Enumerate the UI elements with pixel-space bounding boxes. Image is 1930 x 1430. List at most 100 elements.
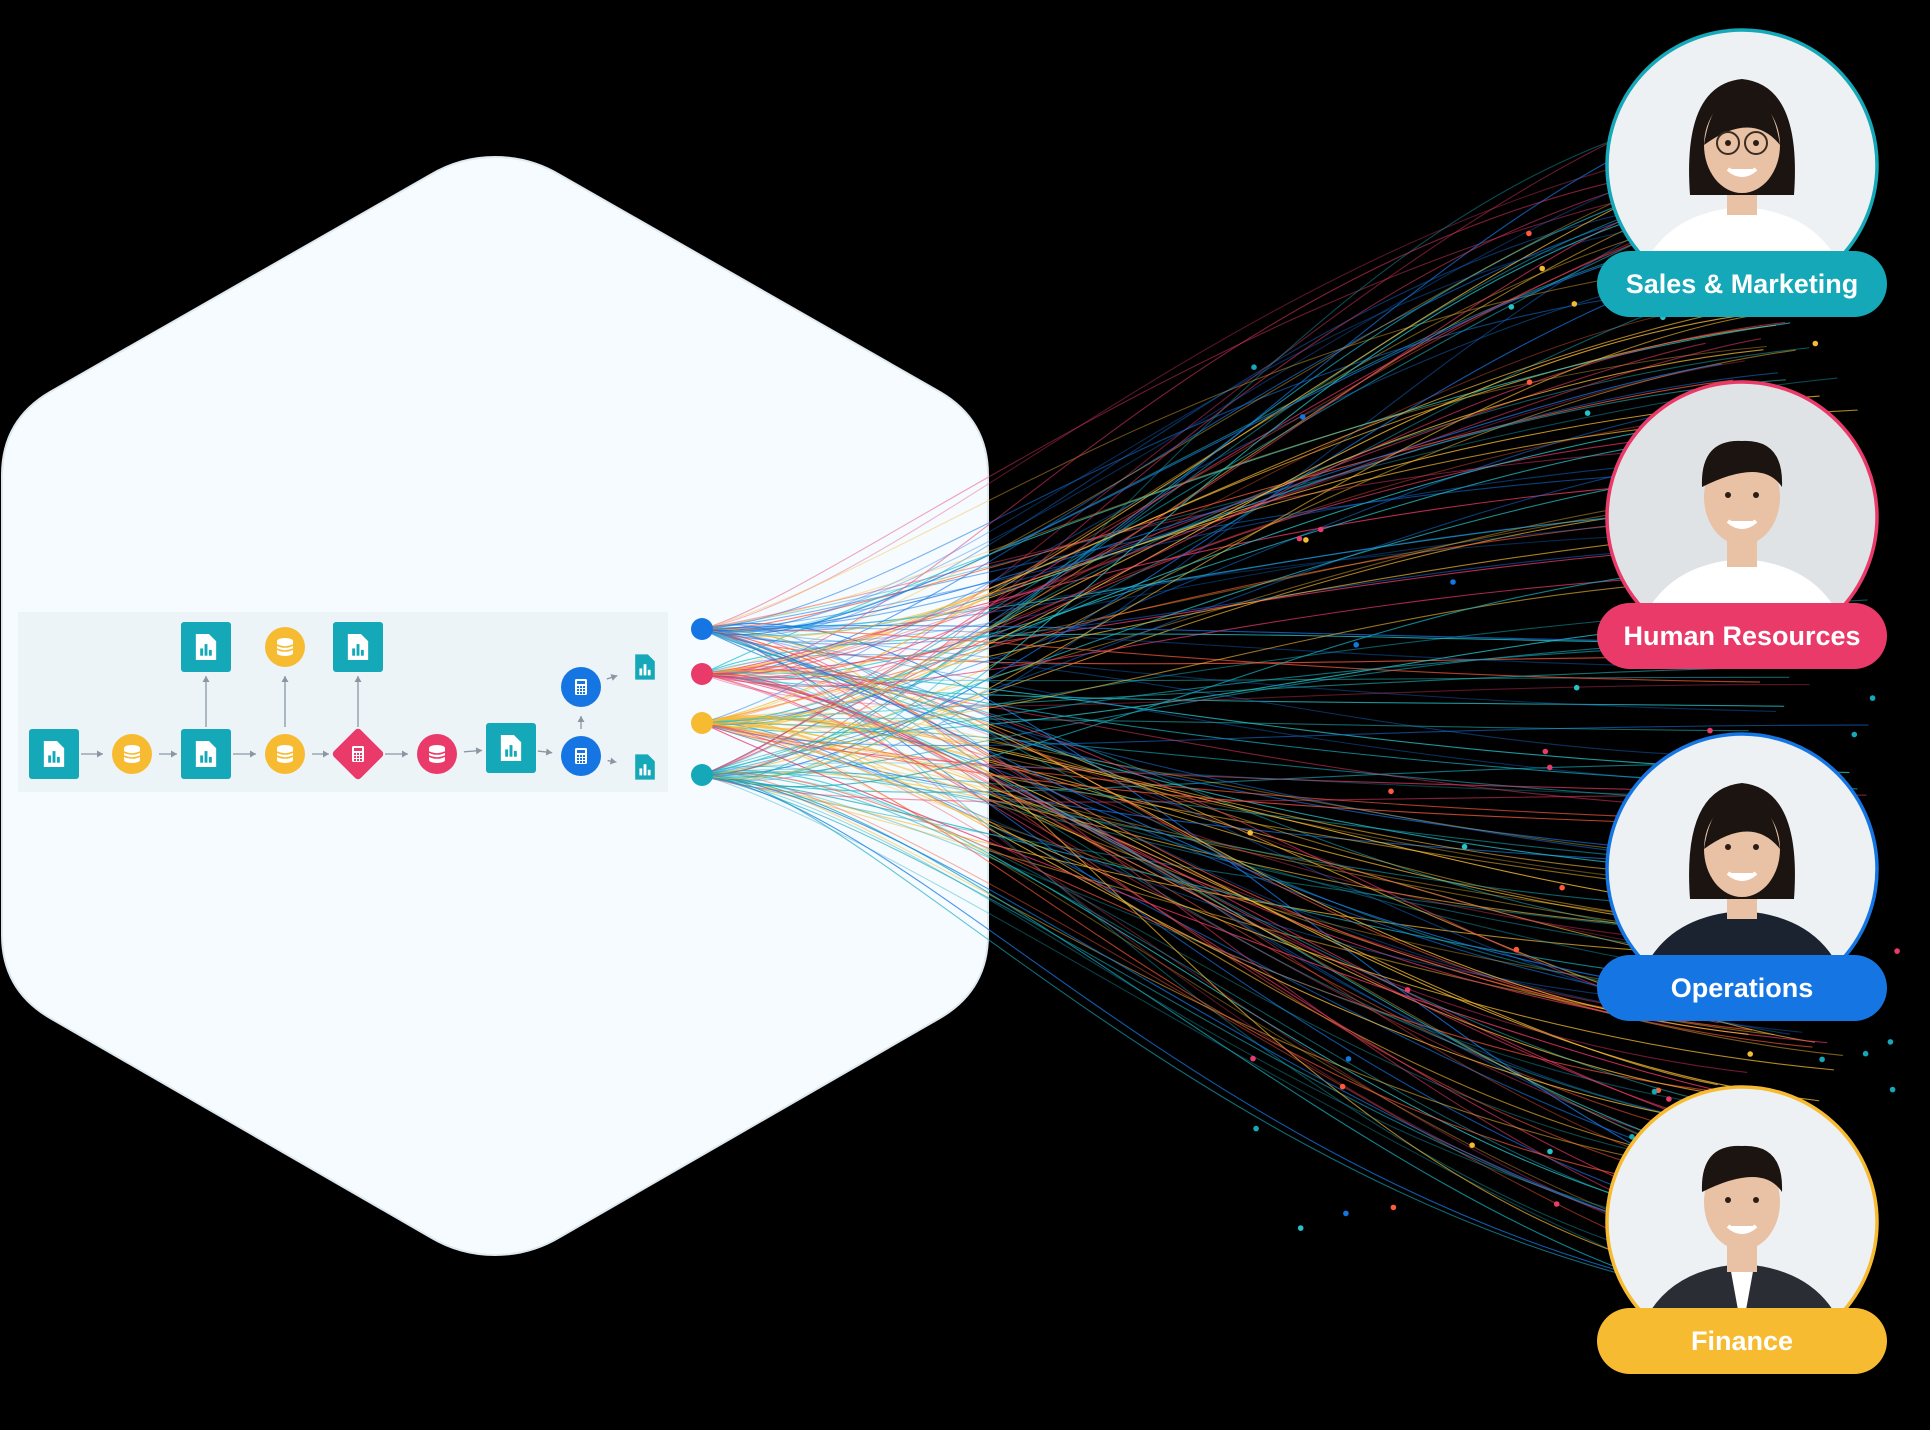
workflow-node-report[interactable] <box>333 622 383 672</box>
connection-line <box>701 673 1748 1074</box>
connection-line <box>701 349 1796 776</box>
connection-line <box>701 342 1706 675</box>
connection-line <box>701 762 1806 798</box>
connection-line <box>701 506 1824 724</box>
workflow-node-calculator[interactable] <box>561 736 601 776</box>
connection-line <box>701 433 1726 680</box>
connection-line <box>701 668 1719 1024</box>
output-port-teal[interactable] <box>691 764 713 786</box>
sparkle-dot <box>1253 1125 1259 1132</box>
connection-line <box>701 217 1708 724</box>
connection-line <box>701 131 1780 630</box>
sparkle-dot <box>1553 1201 1560 1207</box>
connector-arrow <box>354 676 362 682</box>
workflow-node-report-small[interactable] <box>632 651 658 683</box>
department-label-pill[interactable]: Sales & Marketing <box>1597 251 1887 317</box>
connection-line <box>701 457 1751 630</box>
workflow-node-report[interactable] <box>181 729 231 779</box>
sparkle-dot <box>1250 1055 1256 1062</box>
calculator-icon <box>575 748 587 764</box>
workflow-node-report[interactable] <box>181 622 231 672</box>
connection-line <box>701 774 1720 1300</box>
sparkle-dot <box>1584 410 1591 416</box>
connection-line <box>701 187 1804 776</box>
connection-line <box>701 673 1790 682</box>
connector-arrow <box>610 674 618 681</box>
database-icon <box>428 745 446 763</box>
sparkle-dot <box>1345 1056 1352 1062</box>
workflow-node-report[interactable] <box>29 729 79 779</box>
connection-line <box>701 564 1734 788</box>
department-card[interactable]: Finance <box>1597 1085 1887 1374</box>
connection-line <box>701 542 1773 675</box>
connection-line <box>701 568 1836 687</box>
output-port-pink[interactable] <box>691 663 713 685</box>
workflow-node-database[interactable] <box>265 734 305 774</box>
workflow-node-calculator[interactable] <box>561 667 601 707</box>
department-card[interactable]: Sales & Marketing <box>1597 28 1887 317</box>
department-label: Operations <box>1671 973 1814 1003</box>
connection-line <box>701 722 1732 1097</box>
connection-line <box>701 345 1767 630</box>
sparkle-dot <box>1747 1051 1753 1057</box>
sparkle-dot <box>1508 304 1515 310</box>
connection-line <box>701 321 1786 681</box>
connection-line <box>701 722 1751 827</box>
connector-arrow <box>202 676 210 682</box>
sparkle-dot <box>1666 1096 1672 1102</box>
connection-line <box>701 622 1713 734</box>
sparkle-dot <box>1542 748 1549 755</box>
database-icon <box>123 745 141 763</box>
connector-arrow <box>475 747 483 755</box>
sparkle-dot <box>1707 727 1713 734</box>
connection-line <box>701 624 1747 1130</box>
connection-line <box>701 628 1718 1282</box>
sparkle-dot <box>1526 230 1532 237</box>
department-label-pill[interactable]: Operations <box>1597 955 1887 1021</box>
sparkle-dot <box>1573 684 1580 691</box>
sparkle-dot <box>1450 579 1456 585</box>
sparkle-dot <box>1851 731 1858 738</box>
output-ports <box>691 618 713 786</box>
department-card[interactable]: Operations <box>1597 732 1887 1021</box>
sparkle-dot <box>1339 1083 1346 1090</box>
workflow-node-report[interactable] <box>486 723 536 773</box>
connection-line <box>701 628 1753 1031</box>
connection-line <box>701 628 1858 790</box>
sparkle-dot <box>1461 843 1468 850</box>
department-card[interactable]: Human Resources <box>1597 380 1887 669</box>
workflow-node-calculator-diamond[interactable] <box>331 727 385 781</box>
connection-line <box>701 762 1817 793</box>
connection-line <box>701 112 1708 781</box>
database-icon <box>276 638 294 656</box>
connection-line <box>701 627 1776 669</box>
output-port-yellow[interactable] <box>691 712 713 734</box>
connection-line <box>701 773 1710 1224</box>
workflow-node-database[interactable] <box>112 734 152 774</box>
sparkle-dot <box>1469 1142 1475 1148</box>
connection-line <box>701 718 1703 878</box>
workflow-node-report-small[interactable] <box>632 751 658 783</box>
department-label-pill[interactable]: Human Resources <box>1597 603 1887 669</box>
department-label-pill[interactable]: Finance <box>1597 1308 1887 1374</box>
workflow-node-database[interactable] <box>417 734 457 774</box>
connection-line <box>701 721 1774 892</box>
department-label: Finance <box>1691 1326 1793 1356</box>
connector-arrow <box>402 750 408 758</box>
sparkle-dot <box>1404 987 1411 993</box>
sparkle-dot <box>1889 1086 1896 1093</box>
connection-line <box>701 673 1828 1044</box>
connection-line <box>701 314 1755 780</box>
connector-arrow <box>545 748 553 756</box>
sparkle-dot <box>1343 1210 1349 1217</box>
database-icon <box>276 745 294 763</box>
connection-line <box>701 722 1738 1197</box>
connector-arrow <box>97 750 103 758</box>
connection-line <box>701 673 1810 707</box>
workflow-node-database[interactable] <box>265 627 305 667</box>
output-port-blue[interactable] <box>691 618 713 640</box>
connection-line <box>701 628 1812 862</box>
connection-line <box>701 774 1709 1105</box>
sparkle-dot <box>1297 1225 1304 1231</box>
